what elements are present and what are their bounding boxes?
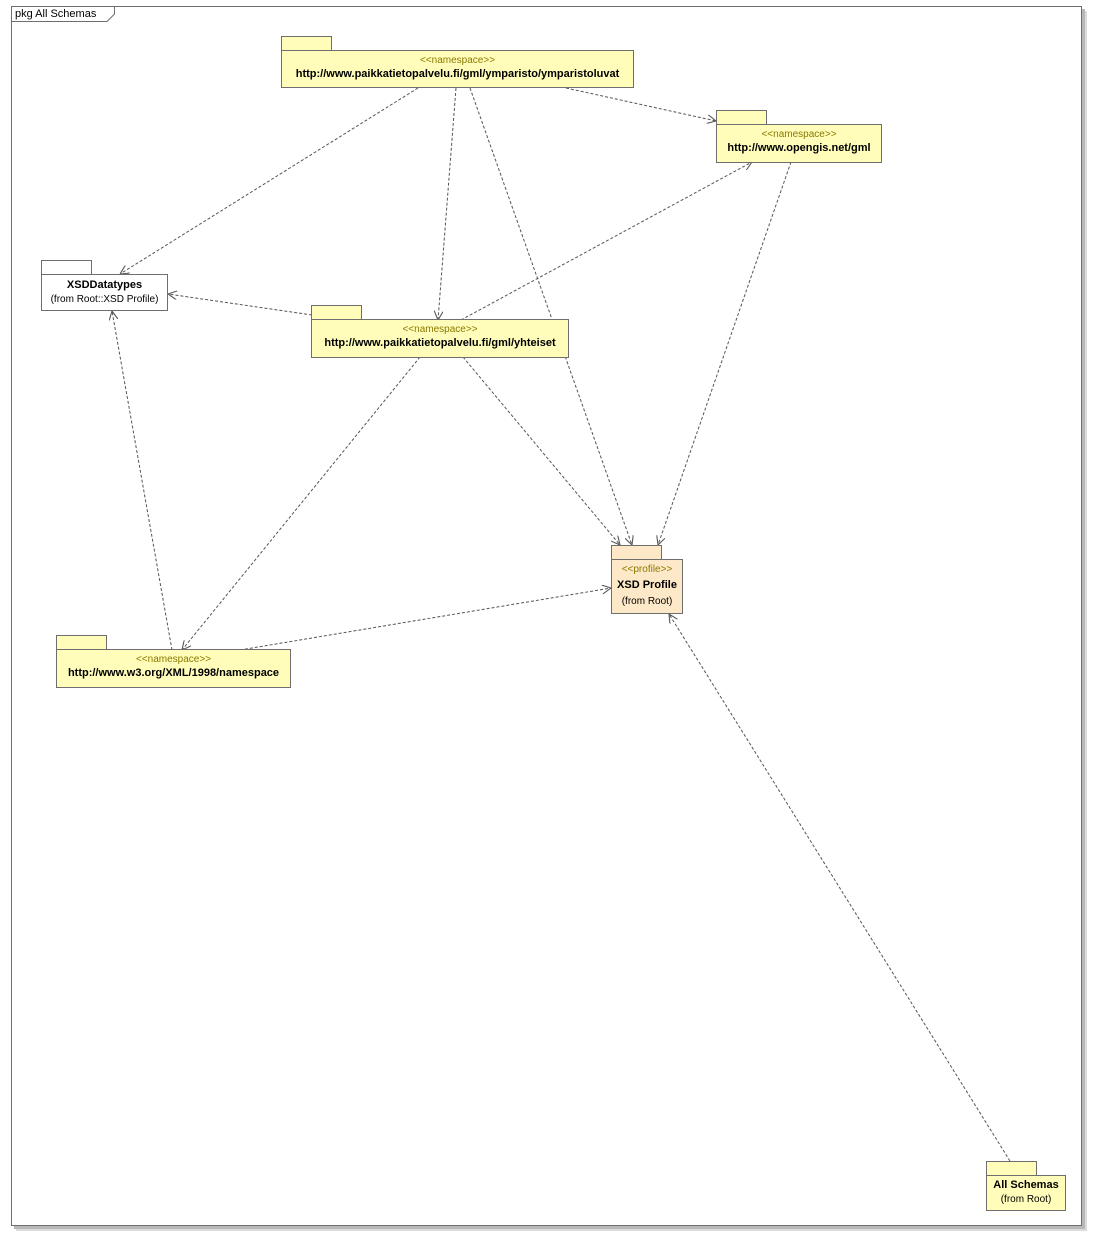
package-stereotype: <<namespace>> bbox=[761, 129, 837, 140]
package-name: All Schemas bbox=[993, 1179, 1059, 1191]
package-name: http://www.opengis.net/gml bbox=[727, 142, 871, 154]
package-tab bbox=[311, 305, 362, 319]
package-xsddatatypes[interactable]: XSDDatatypes (from Root::XSD Profile) bbox=[41, 260, 168, 311]
package-xsd-profile[interactable]: <<profile>> XSD Profile (from Root) bbox=[611, 545, 683, 614]
package-yhteiset[interactable]: <<namespace>> http://www.paikkatietopalv… bbox=[311, 305, 569, 358]
package-tab bbox=[281, 36, 332, 50]
package-tab bbox=[716, 110, 767, 124]
package-name: http://www.w3.org/XML/1998/namespace bbox=[67, 667, 280, 679]
diagram-frame bbox=[11, 6, 1082, 1226]
package-from: (from Root::XSD Profile) bbox=[50, 294, 159, 305]
frame-label: pkg All Schemas bbox=[15, 8, 97, 20]
package-from: (from Root) bbox=[1000, 1194, 1052, 1205]
package-xml-namespace[interactable]: <<namespace>> http://www.w3.org/XML/1998… bbox=[56, 635, 291, 688]
package-gml[interactable]: <<namespace>> http://www.opengis.net/gml bbox=[716, 110, 882, 163]
package-stereotype: <<namespace>> bbox=[419, 55, 496, 66]
package-name: http://www.paikkatietopalvelu.fi/gml/yht… bbox=[324, 337, 556, 349]
package-all-schemas[interactable]: All Schemas (from Root) bbox=[986, 1161, 1066, 1211]
frame-label-tab bbox=[11, 6, 115, 22]
package-stereotype: <<namespace>> bbox=[135, 654, 212, 665]
package-from: (from Root) bbox=[621, 596, 673, 607]
package-tab bbox=[41, 260, 92, 274]
package-tab bbox=[986, 1161, 1037, 1175]
package-ymparistoluvat[interactable]: <<namespace>> http://www.paikkatietopalv… bbox=[281, 36, 634, 88]
package-name: XSD Profile bbox=[617, 579, 677, 591]
package-stereotype: <<namespace>> bbox=[402, 324, 478, 335]
package-stereotype: <<profile>> bbox=[621, 564, 673, 575]
package-tab bbox=[56, 635, 107, 649]
package-name: XSDDatatypes bbox=[66, 279, 143, 291]
package-tab bbox=[611, 545, 662, 559]
package-name: http://www.paikkatietopalvelu.fi/gml/ymp… bbox=[295, 68, 620, 80]
